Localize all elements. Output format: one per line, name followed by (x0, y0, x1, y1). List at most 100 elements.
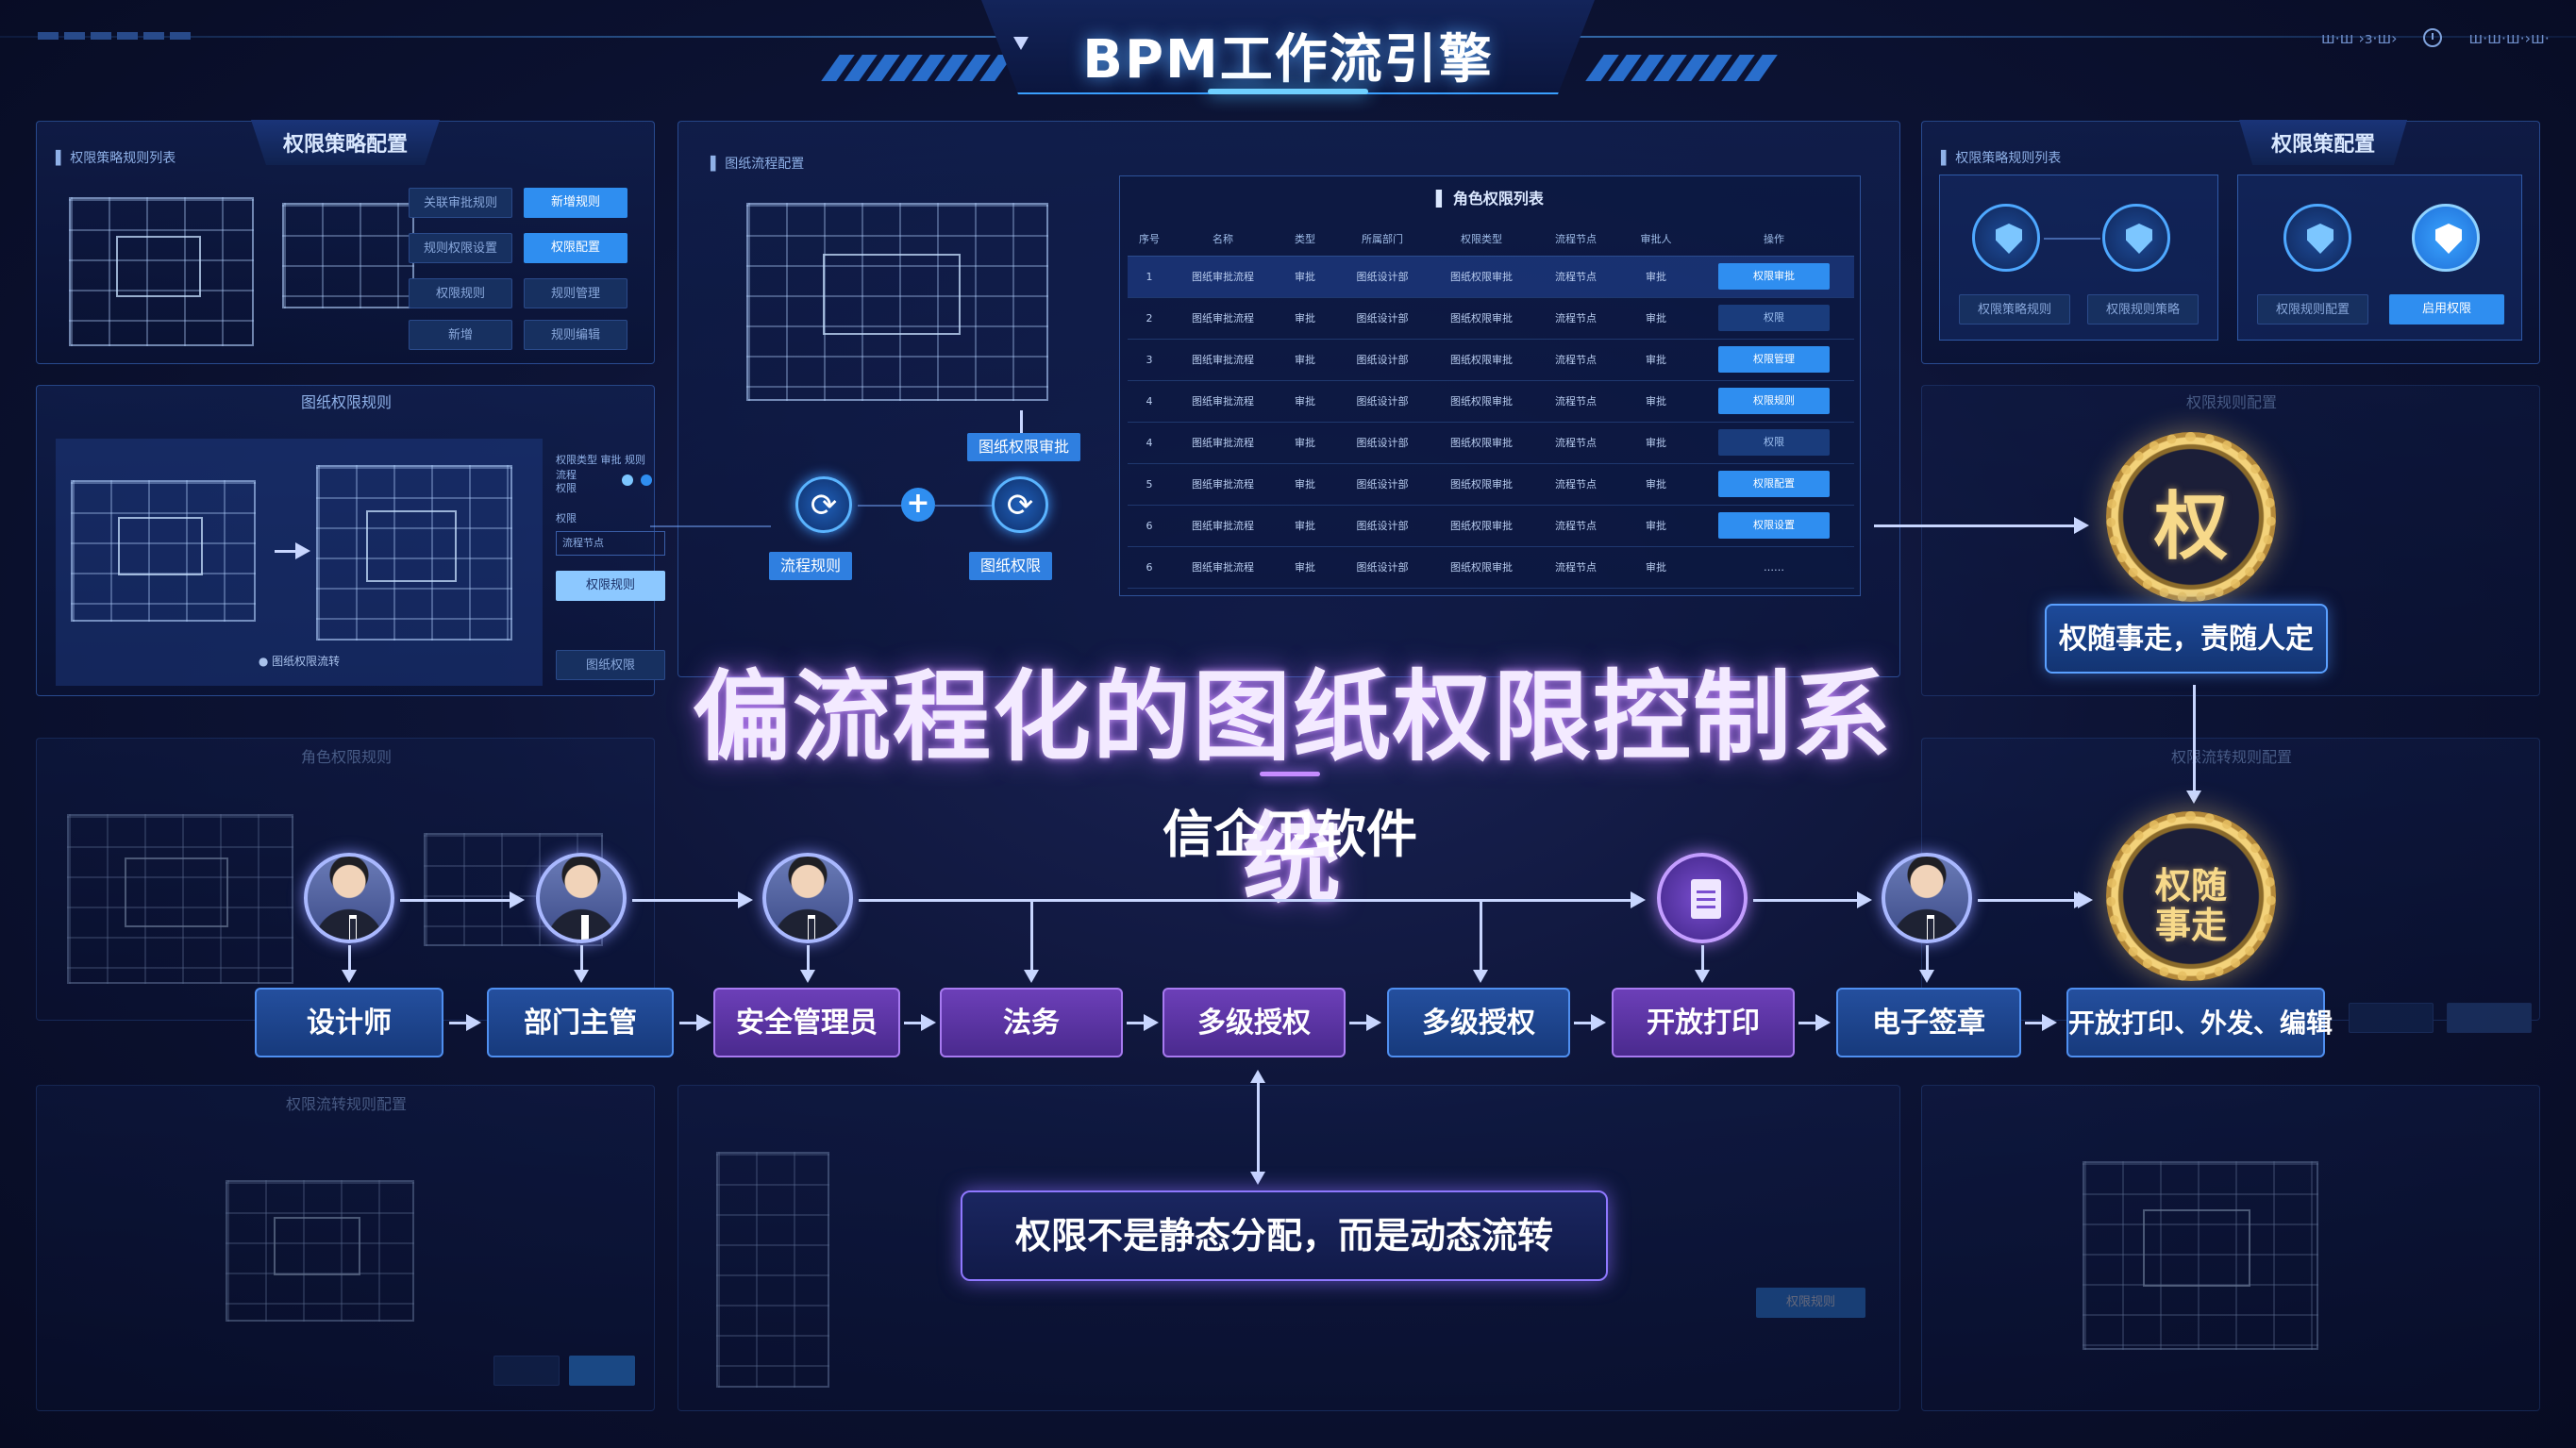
stage-legal[interactable]: 法务 (940, 988, 1123, 1057)
table-action-cell[interactable]: 权限 (1694, 422, 1854, 464)
table-action-button[interactable]: 权限配置 (1718, 471, 1830, 497)
table-action-cell[interactable]: 权限设置 (1694, 505, 1854, 547)
footer-button[interactable] (2349, 1003, 2434, 1033)
stage-open-print-send-edit[interactable]: 开放打印、外发、编辑 (2066, 988, 2333, 1057)
table-header: 名称 (1171, 222, 1275, 257)
subtitle: 信企卫软件 (1163, 805, 1417, 864)
flow-label[interactable]: 图纸权限 (969, 552, 1053, 580)
stage-multi-level-auth-1[interactable]: 多级授权 (1163, 988, 1346, 1057)
stage-e-signature[interactable]: 电子签章 (1836, 988, 2021, 1057)
manager-avatar[interactable] (536, 853, 627, 943)
table-cell: 审批 (1618, 463, 1694, 506)
stack-icon[interactable] (2102, 204, 2170, 272)
security-admin-avatar[interactable] (762, 853, 853, 943)
table-cell: 流程节点 (1533, 256, 1618, 298)
node-select[interactable]: 流程节点 (556, 531, 665, 556)
document-icon[interactable] (1657, 853, 1748, 943)
toggle-icon[interactable] (584, 474, 660, 486)
drawing-permission-panel: 图纸权限规则 ● 图纸权限流转 权限类型 审批 规则流程 权限 权限 流程节点 … (36, 385, 665, 696)
clock-icon[interactable] (2423, 28, 2443, 47)
shield-icon[interactable] (2283, 204, 2351, 272)
add-node-icon[interactable]: + (901, 488, 935, 522)
rule-button[interactable]: 关联审批规则 (409, 188, 512, 218)
footer-button[interactable] (569, 1356, 635, 1386)
flow-label[interactable]: 流程规则 (769, 552, 853, 580)
rule-policy-button[interactable]: 权限规则策略 (2087, 294, 2199, 325)
approval-icon[interactable] (795, 476, 852, 533)
blueprint-thumbnail (716, 1152, 829, 1388)
table-cell: 流程节点 (1533, 505, 1618, 547)
add-button[interactable]: 新增 (409, 320, 512, 350)
policy-rule-button[interactable]: 权限策略规则 (1959, 294, 2070, 325)
shield-check-icon[interactable] (2412, 204, 2480, 272)
blueprint-caption: ● 图纸权限流转 (258, 655, 341, 668)
shield-icon[interactable] (1972, 204, 2040, 272)
blueprint-thumbnail (67, 814, 293, 984)
table-action-button[interactable]: 权限审批 (1718, 263, 1830, 290)
stage-open-print[interactable]: 开放打印 (1612, 988, 1795, 1057)
table-action-cell[interactable]: …… (1694, 546, 1854, 589)
signer-avatar[interactable] (1882, 853, 1972, 943)
dynamic-flow-note: 权限不是静态分配，而是动态流转 (961, 1190, 1608, 1281)
table-cell: 图纸设计部 (1335, 297, 1430, 340)
table-action-button[interactable]: 权限管理 (1718, 346, 1830, 373)
table-cell: 图纸审批流程 (1171, 256, 1275, 298)
permission-flow-config-panel: 权限流转规则配置 (36, 1085, 655, 1411)
rule-edit-button[interactable]: 规则编辑 (524, 320, 627, 350)
panel-title: 权限策配置 (2239, 120, 2408, 165)
table-cell: 图纸设计部 (1335, 339, 1430, 381)
footer-button[interactable] (2447, 1003, 2532, 1033)
table-cell: 1 (1128, 256, 1171, 298)
table-action-cell[interactable]: 权限管理 (1694, 339, 1854, 381)
stage-designer[interactable]: 设计师 (255, 988, 443, 1057)
table-action-button[interactable]: 权限 (1718, 305, 1830, 331)
table-action-button[interactable]: 权限 (1718, 429, 1830, 456)
table-cell: 流程节点 (1533, 463, 1618, 506)
table-cell: 审批 (1275, 505, 1335, 547)
table-cell: 图纸设计部 (1335, 422, 1430, 464)
table-cell: 3 (1128, 339, 1171, 381)
rule-manage-button[interactable]: 规则管理 (524, 278, 627, 308)
field-label: 权限 (556, 512, 577, 524)
add-rule-button[interactable]: 新增规则 (524, 188, 627, 218)
flow-arrow (632, 891, 753, 908)
rule-button[interactable]: 权限规则 (556, 571, 665, 601)
designer-avatar[interactable] (304, 853, 394, 943)
table-cell: 图纸权限审批 (1430, 422, 1533, 464)
table-action-cell[interactable]: 权限配置 (1694, 463, 1854, 506)
permission-config-button[interactable]: 权限配置 (524, 233, 627, 263)
stage-security-admin[interactable]: 安全管理员 (713, 988, 900, 1057)
flow-arrow-down (1473, 901, 1488, 983)
table-action-cell[interactable]: 权限规则 (1694, 380, 1854, 423)
table-action-cell[interactable]: 权限审批 (1694, 256, 1854, 298)
table-action-button[interactable]: 权限规则 (1718, 388, 1830, 414)
flow-label[interactable]: 图纸权限审批 (967, 433, 1081, 461)
blueprint-thumbnail (226, 1180, 414, 1322)
table-cell: 图纸审批流程 (1171, 463, 1275, 506)
stage-department-manager[interactable]: 部门主管 (487, 988, 674, 1057)
footer-button[interactable] (493, 1356, 560, 1386)
stage-multi-level-auth-2[interactable]: 多级授权 (1387, 988, 1570, 1057)
permission-rule-button[interactable]: 权限规则 (1756, 1288, 1865, 1318)
sync-icon[interactable] (992, 476, 1048, 533)
table-action-cell[interactable]: 权限 (1694, 297, 1854, 340)
flow-arrow-down (800, 945, 815, 983)
rule-config-button[interactable]: 权限规则配置 (2257, 294, 2368, 325)
field-label: 权限类型 审批 规则流程 (556, 454, 645, 481)
permission-rule-button[interactable]: 权限规则 (409, 278, 512, 308)
table-cell: 图纸设计部 (1335, 380, 1430, 423)
table-cell: 审批 (1275, 422, 1335, 464)
permission-policy-right-panel: 权限策配置 ▌ 权限策略规则列表 权限策略规则 权限规则策略 权限规则配置 启用… (1921, 120, 2540, 364)
table-action-button[interactable]: 权限设置 (1718, 512, 1830, 539)
rule-settings-button[interactable]: 规则权限设置 (409, 233, 512, 263)
drawing-permission-button[interactable]: 图纸权限 (556, 650, 665, 680)
enable-permission-button[interactable]: 启用权限 (2389, 294, 2504, 325)
